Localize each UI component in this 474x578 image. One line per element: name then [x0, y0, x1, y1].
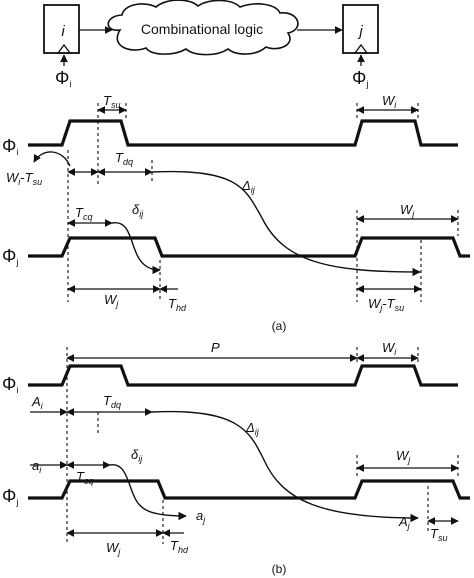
panel-b: Φi Φj P Wi Ai Tdq Δij ai Tcq δij Wj aj A	[2, 340, 470, 576]
panel-b-tdq-label: Tdq	[103, 393, 121, 410]
panel-a-phi-j-waveform	[28, 236, 470, 258]
panel-a-wj-tsu-label: Wj-Tsu	[368, 296, 404, 313]
panel-a-wj-top-label: Wj	[400, 202, 415, 219]
panel-b-small-delta-label: δij	[131, 447, 143, 464]
panel-b-aj-cap-label: Aj	[398, 514, 411, 531]
panel-b-aj-small-label: aj	[196, 508, 206, 525]
panel-a-wi-tsu-curved-arrow	[33, 151, 71, 167]
combinational-logic-label: Combinational logic	[141, 21, 263, 37]
panel-b-period-label: P	[211, 340, 220, 355]
clock-j-label: Φj	[352, 68, 368, 89]
register-i-clock-triangle	[56, 43, 72, 54]
panel-a-phi-i-label: Φi	[2, 136, 18, 157]
panel-b-phi-i-waveform	[28, 364, 458, 387]
panel-a-wi-label: Wi	[382, 93, 397, 110]
panel-b-ai-cap-label: Ai	[31, 394, 44, 411]
panel-b-small-delta-curve	[109, 464, 187, 521]
panel-b-phi-j-label: Φj	[2, 486, 18, 507]
panel-a-delta-ij-label: Δij	[241, 178, 256, 195]
panel-b-delta-ij-curve	[151, 410, 419, 523]
panel-a-tsu-label: Tsu	[103, 93, 120, 110]
panel-a-delta-ij-curve	[151, 170, 421, 277]
panel-b-tsu-label: Tsu	[430, 526, 447, 543]
register-j-label: j	[357, 23, 363, 40]
panel-b-phi-j-waveform	[28, 479, 470, 500]
panel-a-phi-j-label: Φj	[2, 246, 18, 267]
panel-b-ai-small-label: ai	[32, 458, 42, 475]
panel-b-delta-ij-label: Δij	[245, 420, 260, 437]
panel-b-tcq-label: Tcq	[76, 469, 93, 486]
panel-a-tdq-label: Tdq	[115, 150, 133, 167]
panel-a-small-delta-curve	[111, 222, 161, 275]
panel-b-wi-label: Wi	[382, 340, 397, 357]
panel-b-wj-top-label: Wj	[396, 448, 411, 465]
panel-a-caption: (a)	[272, 319, 287, 333]
register-i-label: i	[61, 23, 65, 40]
panel-b-thd-label: Thd	[170, 538, 189, 555]
panel-a: Φi Φj Tsu Wi Wi-Tsu Tdq Δij Wj Tcq	[2, 93, 470, 333]
panel-a-tcq-label: Tcq	[75, 205, 92, 222]
panel-b-wj-bottom-label: Wj	[106, 540, 121, 557]
combinational-logic-cloud	[107, 0, 299, 56]
block-diagram: i j Combinational logic Φi Φj	[43, 0, 379, 89]
panel-a-phi-i-waveform	[28, 119, 458, 147]
register-j-clock-triangle	[353, 43, 369, 54]
panel-b-phi-i-label: Φi	[2, 374, 18, 395]
panel-b-caption: (b)	[272, 562, 287, 576]
panel-a-wi-tsu-label: Wi-Tsu	[6, 170, 42, 187]
panel-a-small-delta-label: δij	[132, 202, 144, 219]
clock-i-label: Φi	[55, 68, 71, 89]
panel-a-thd-label: Thd	[168, 296, 187, 313]
panel-a-wj-bottom-label: Wj	[104, 292, 119, 309]
